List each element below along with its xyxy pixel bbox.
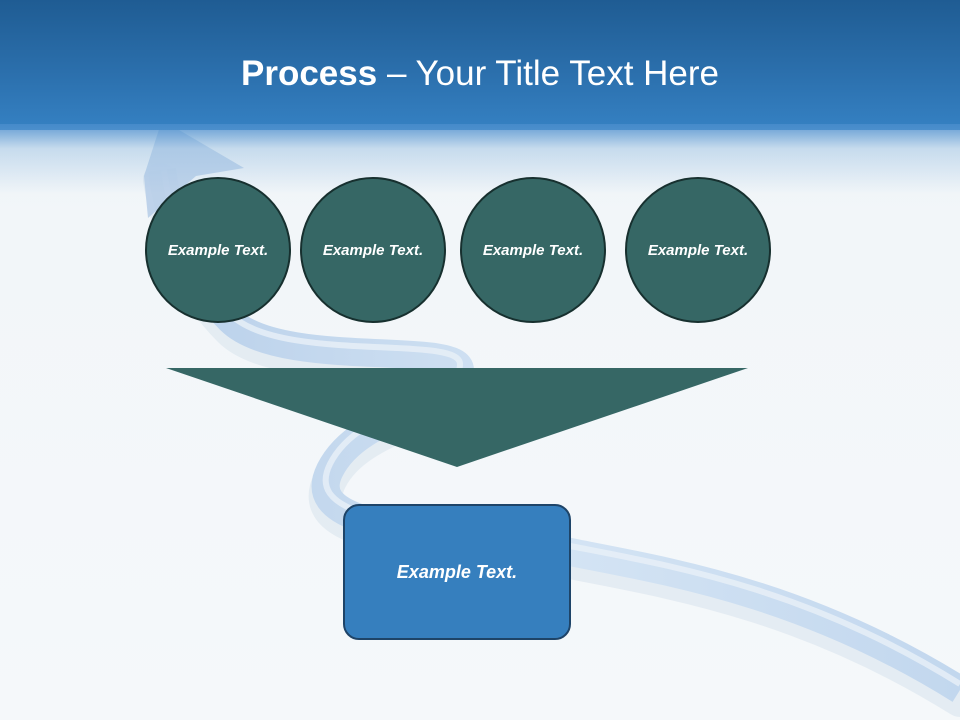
process-step-3: Example Text. [460,177,606,323]
title-bar [0,0,960,130]
process-step-2: Example Text. [300,177,446,323]
slide-title: Process – Your Title Text Here [0,52,960,96]
process-step-label: Example Text. [322,241,424,259]
process-step-label: Example Text. [482,241,584,259]
result-label: Example Text. [396,561,518,582]
title-bar-fade [0,124,960,194]
process-step-4: Example Text. [625,177,771,323]
title-rest: – Your Title Text Here [377,54,719,93]
result-box: Example Text. [343,504,571,640]
process-step-label: Example Text. [647,241,749,259]
title-strong: Process [241,54,378,93]
process-step-label: Example Text. [167,241,269,259]
process-step-1: Example Text. [145,177,291,323]
